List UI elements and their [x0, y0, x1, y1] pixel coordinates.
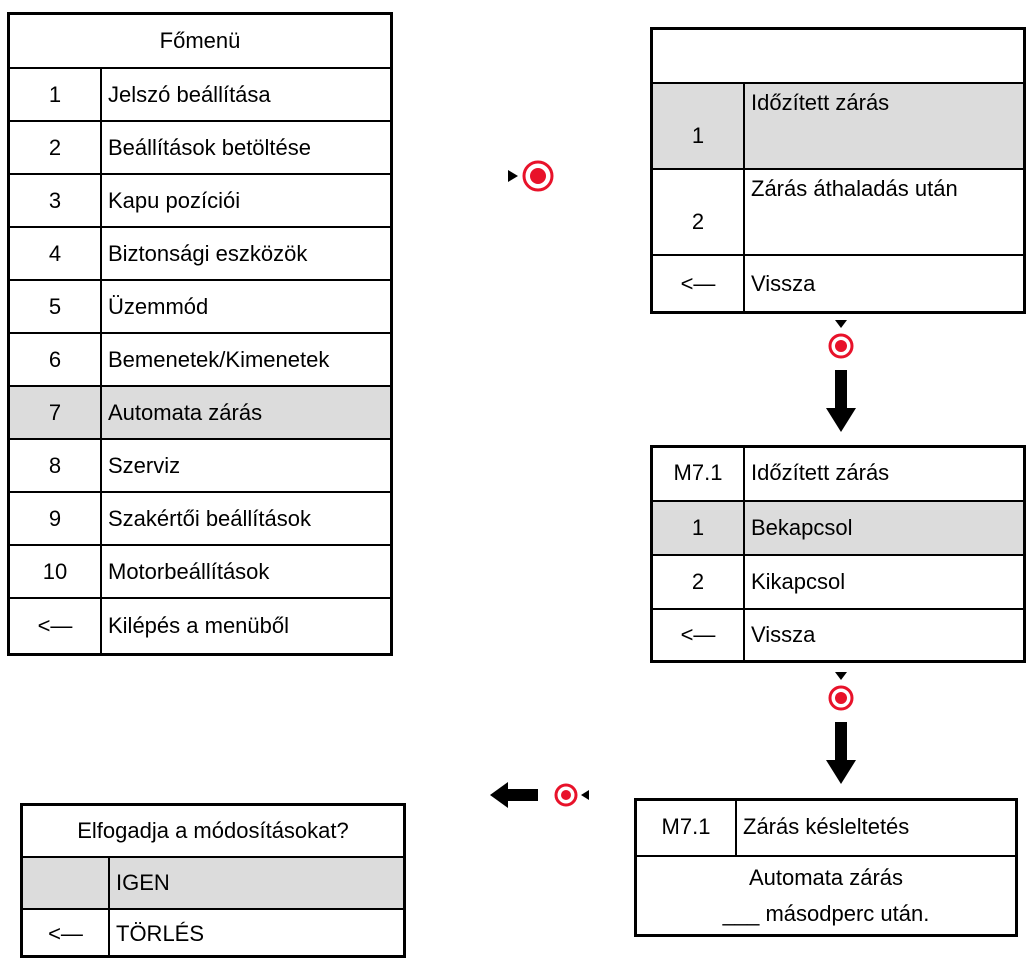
menu-item-number: 8 [48, 452, 62, 478]
menu-item-label: Szerviz [100, 440, 390, 491]
delay-line-1: Automata zárás [748, 865, 904, 890]
menu-item-label: Vissza [743, 256, 1023, 311]
menu-item-label: Bemenetek/Kimenetek [100, 334, 390, 385]
confirm-item-torles[interactable]: <— TÖRLÉS [23, 908, 403, 958]
menu-item-label: Kapu pozíciói [100, 175, 390, 226]
menu-item-number: 1 [48, 81, 62, 107]
menu-item-number: 6 [48, 346, 62, 372]
menu-item-number: 10 [42, 558, 68, 584]
submenu-title [653, 30, 1023, 82]
menu-item-label: Motorbeállítások [100, 546, 390, 597]
submenu-item-1-selected[interactable]: 1 Időzített zárás [653, 82, 1023, 168]
down-arrow-icon [826, 722, 856, 791]
menu-item-number: 2 [48, 134, 62, 160]
menu-item-7-selected[interactable]: 7 Automata zárás [10, 385, 390, 438]
main-menu: Főmenü 1 Jelszó beállítása 2 Beállítások… [7, 12, 393, 656]
menu-idozitett-zaras: M7.1 Időzített zárás 1 Bekapcsol 2 Kikap… [650, 445, 1026, 663]
confirm-item-igen-selected[interactable]: IGEN [23, 856, 403, 908]
submenu-item-back[interactable]: <— Vissza [653, 254, 1023, 311]
menu-item-label: Biztonsági eszközök [100, 228, 390, 279]
menu-item-label: Bekapcsol [743, 502, 1023, 554]
menu-item-label: Vissza [743, 610, 1023, 660]
menu-item-label: Üzemmód [100, 281, 390, 332]
menu-item-label: Szakértői beállítások [100, 493, 390, 544]
menu-item-number: <— [37, 613, 73, 638]
menu-item-2[interactable]: 2 Beállítások betöltése [10, 120, 390, 173]
menu-item-label: Jelszó beállítása [100, 69, 390, 120]
menu-item-4[interactable]: 4 Biztonsági eszközök [10, 226, 390, 279]
menu-item-8[interactable]: 8 Szerviz [10, 438, 390, 491]
menu-item-number [23, 858, 108, 908]
delay-line-2[interactable]: ___ másodperc után. [722, 901, 930, 926]
menu-item-9[interactable]: 9 Szakértői beállítások [10, 491, 390, 544]
menu-item-10[interactable]: 10 Motorbeállítások [10, 544, 390, 597]
menu-item-kikapcsol[interactable]: 2 Kikapcsol [653, 554, 1023, 608]
menu-item-label: Beállítások betöltése [100, 122, 390, 173]
delay-title: Zárás késleltetés [735, 799, 1015, 855]
menu-item-number: <— [680, 622, 716, 647]
ok-button-icon [504, 157, 564, 202]
ok-button-icon [826, 318, 856, 367]
menu-item-number: 3 [48, 187, 62, 213]
main-menu-title: Főmenü [159, 28, 241, 53]
submenu-automata-zaras: 1 Időzített zárás 2 Zárás áthaladás után… [650, 27, 1026, 314]
menu-item-label: Időzített zárás [743, 84, 1023, 168]
menu-item-number: 5 [48, 293, 62, 319]
menu-item-number: <— [48, 921, 83, 946]
menu-item-number: 1 [691, 515, 705, 540]
submenu-item-2[interactable]: 2 Zárás áthaladás után [653, 168, 1023, 254]
menu-item-1[interactable]: 1 Jelszó beállítása [10, 67, 390, 120]
ok-button-icon [826, 670, 856, 719]
menu-item-number: 2 [691, 209, 705, 234]
menu-item-label: Kikapcsol [743, 556, 1023, 608]
down-arrow-icon [826, 370, 856, 439]
delay-header: M7.1 Zárás késleltetés [637, 799, 1015, 855]
menu-item-label: Kilépés a menüből [100, 599, 390, 653]
menu-item-label: TÖRLÉS [108, 910, 403, 958]
menu-item-number: <— [680, 270, 716, 296]
menu-item-number: 1 [691, 123, 705, 148]
menu-item-bekapcsol-selected[interactable]: 1 Bekapcsol [653, 500, 1023, 554]
menu-item-label: Zárás áthaladás után [743, 170, 1023, 254]
menu-item-back[interactable]: <— Vissza [653, 608, 1023, 660]
ok-button-icon [553, 780, 593, 815]
delay-code: M7.1 [661, 814, 711, 839]
menu-item-label: IGEN [108, 858, 403, 908]
delay-body: Automata zárás ___ másodperc után. [637, 855, 1015, 934]
menu-item-5[interactable]: 5 Üzemmód [10, 279, 390, 332]
menu-item-3[interactable]: 3 Kapu pozíciói [10, 173, 390, 226]
delay-screen: M7.1 Zárás késleltetés Automata zárás __… [634, 798, 1018, 937]
menu-title: Időzített zárás [743, 446, 1023, 500]
menu-item-number: 9 [48, 505, 62, 531]
confirm-screen: Elfogadja a módosításokat? IGEN <— TÖRLÉ… [20, 803, 406, 958]
menu-item-number: 4 [48, 240, 62, 266]
menu-item-6[interactable]: 6 Bemenetek/Kimenetek [10, 332, 390, 385]
left-arrow-icon [490, 780, 538, 815]
menu-item-number: 2 [691, 569, 705, 594]
confirm-title: Elfogadja a módosításokat? [77, 818, 349, 843]
menu-item-label: Automata zárás [100, 387, 390, 438]
menu-item-number: 7 [48, 399, 62, 425]
menu-code: M7.1 [673, 460, 723, 485]
menu-item-exit[interactable]: <— Kilépés a menüből [10, 597, 390, 653]
menu-header: M7.1 Időzített zárás [653, 446, 1023, 500]
